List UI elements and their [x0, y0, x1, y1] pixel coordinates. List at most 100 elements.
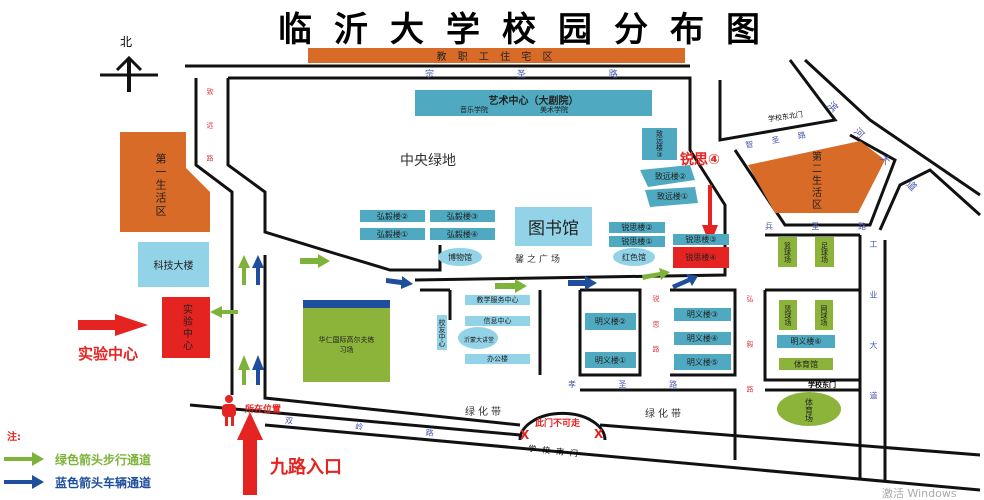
- basketball-court-1[interactable]: 篮球场: [778, 237, 797, 267]
- red-hall[interactable]: 红色馆: [622, 252, 646, 262]
- green-belt-2: 绿化带: [645, 409, 684, 420]
- hongyi-4[interactable]: 弘毅楼④: [430, 228, 495, 240]
- hongyi-2[interactable]: 弘毅楼②: [360, 210, 425, 222]
- mingyi-3[interactable]: 明义楼③: [674, 308, 731, 321]
- zhiyuan-2[interactable]: 致远楼②: [654, 171, 687, 181]
- vehicle-arrow: [252, 255, 264, 285]
- mingyi-5[interactable]: 明义楼⑤: [674, 354, 731, 370]
- walk-arrow-icon: [4, 452, 44, 466]
- legend-vehicle: 蓝色箭头车辆通道: [55, 476, 152, 490]
- road-edge: [264, 423, 981, 492]
- ruisi4-arrow: [702, 185, 718, 245]
- living-area-2[interactable]: 第二生活区: [809, 150, 821, 211]
- ruisi-1[interactable]: 锐思楼①: [609, 236, 665, 247]
- art-center-label: 艺术中心（大剧院）: [488, 96, 579, 107]
- plaza: 馨之广场: [515, 255, 564, 265]
- location-label: 所在位置: [245, 405, 282, 415]
- vehicle-arrow: [672, 274, 698, 289]
- road-edge: [578, 288, 642, 377]
- tech-building[interactable]: 科技大楼: [138, 242, 209, 287]
- map-title: 临沂大学校园分布图: [278, 10, 782, 50]
- vehicle-arrow: [252, 355, 264, 385]
- ruisi4-callout: 锐思④: [680, 152, 720, 168]
- legend-walk: 绿色箭头步行通道: [55, 453, 152, 467]
- road-edge: [803, 58, 981, 197]
- north-label: 北: [120, 35, 133, 49]
- road-xiaosheng: 孝 圣 路: [568, 380, 698, 389]
- zhiyuan-3[interactable]: 致远楼③: [642, 128, 677, 160]
- mingyi-6[interactable]: 明义楼⑥: [777, 335, 835, 348]
- zhiyuan-1[interactable]: 致远楼①: [656, 191, 689, 201]
- walk-arrow: [210, 306, 238, 318]
- east-gate[interactable]: 学校东门: [808, 381, 836, 389]
- gate-closed-label: 此门不可走: [535, 419, 581, 429]
- zhiyuan-2-shape: [640, 165, 695, 187]
- lab-center[interactable]: 实验中心: [162, 297, 210, 358]
- road-edge: [763, 288, 862, 382]
- stadium-shape: [777, 392, 841, 426]
- tennis-court[interactable]: 网球场: [815, 300, 833, 330]
- ruisi-2[interactable]: 锐思楼②: [609, 222, 665, 233]
- walk-arrows: [210, 254, 670, 385]
- music-school-label: 音乐学院: [460, 106, 488, 114]
- road-edge: [718, 59, 838, 142]
- ruisi-3[interactable]: 锐思楼③: [673, 234, 729, 245]
- road-edge: [194, 78, 234, 395]
- entrance-label: 九路入口: [270, 457, 342, 478]
- road-hongyi: 弘 毅 路: [746, 295, 754, 411]
- golf-range[interactable]: 华仁国际高尔夫练习场: [303, 300, 390, 382]
- basketball-court-2[interactable]: 篮球场: [779, 300, 797, 330]
- living-area-1[interactable]: 第一生活区: [154, 152, 167, 218]
- x-mark-icon: X: [594, 427, 604, 441]
- x-mark-icon: X: [520, 428, 530, 442]
- road-west: 致 远 路: [206, 88, 214, 174]
- road-bingsheng: 兵 圣 路: [765, 222, 885, 231]
- road-edge: [226, 78, 442, 272]
- central-green: 中央绿地: [400, 153, 456, 169]
- road-edge: [765, 388, 862, 475]
- walk-arrow: [495, 279, 527, 293]
- walk-arrow: [238, 255, 250, 285]
- watermark: 激活 Windows: [882, 487, 957, 500]
- road-ruisi: 锐 思 路: [652, 295, 660, 361]
- vehicle-arrow: [386, 276, 413, 289]
- south-gate-arch: [518, 411, 607, 441]
- mingyi-1[interactable]: 明义楼①: [585, 352, 636, 368]
- walk-arrow: [238, 355, 250, 385]
- mingyi-4[interactable]: 明义楼④: [674, 332, 731, 345]
- legend-arrows: [4, 452, 44, 489]
- road-edge: [263, 255, 521, 427]
- gymnasium[interactable]: 体育馆: [779, 358, 833, 370]
- office-building[interactable]: 办公楼: [465, 354, 530, 364]
- north-arrow-icon: [100, 55, 158, 92]
- teaching-service[interactable]: 教学服务中心: [465, 295, 530, 305]
- red-hall-shape: [613, 248, 655, 266]
- stadium[interactable]: 体育场: [804, 398, 814, 422]
- mingyi-2[interactable]: 明义楼②: [585, 313, 636, 330]
- road-edge: [670, 288, 737, 377]
- staff-housing: 教 职 工 住 宅 区: [308, 48, 685, 63]
- ruisi-4[interactable]: 锐思楼④: [673, 247, 729, 268]
- hongyi-1[interactable]: 弘毅楼①: [360, 228, 425, 240]
- walk-arrow: [300, 254, 330, 268]
- lab-center-arrow: [78, 314, 148, 336]
- football-field[interactable]: 足球场: [815, 237, 834, 267]
- entrance-arrow: [237, 412, 263, 495]
- road-edge: [580, 388, 737, 460]
- road-edge: [228, 76, 727, 282]
- road-gongye: 工 业 大 道: [869, 240, 878, 420]
- vehicle-arrow-icon: [4, 475, 44, 489]
- road-edge: [878, 168, 982, 231]
- road-north: 宗 圣 路: [425, 70, 658, 80]
- art-center[interactable]: 艺术中心（大剧院） 音乐学院 美术学院: [415, 90, 652, 116]
- library[interactable]: 图书馆: [515, 207, 592, 246]
- info-center[interactable]: 信息中心: [465, 316, 530, 326]
- alumni-center[interactable]: 校友中心: [437, 315, 447, 350]
- hongyi-3[interactable]: 弘毅楼③: [430, 210, 495, 222]
- museum[interactable]: 博物馆: [448, 252, 472, 262]
- legend-title: 注:: [7, 432, 21, 443]
- lecture-hall[interactable]: 沂蒙大讲堂: [463, 336, 494, 344]
- vehicle-arrows: [252, 255, 698, 385]
